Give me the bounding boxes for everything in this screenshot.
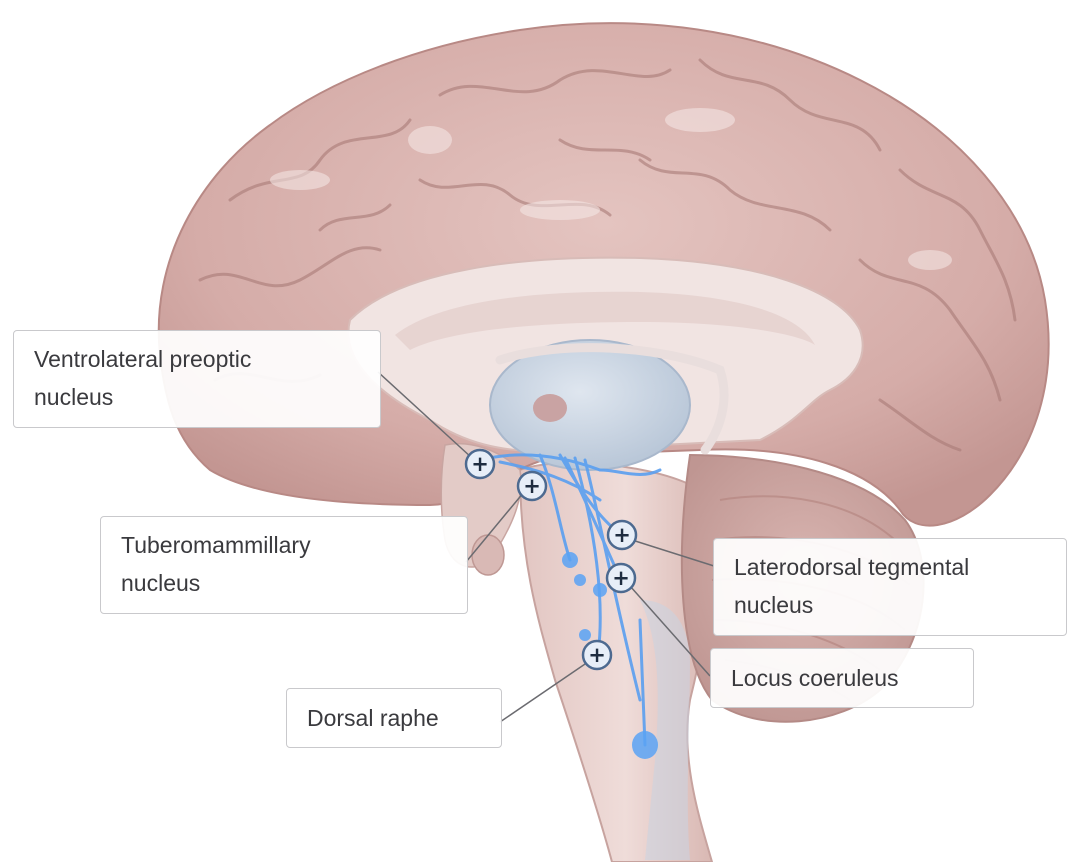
hotspot-lc[interactable]: + [607, 564, 635, 592]
hotspot-tmn[interactable]: + [518, 472, 546, 500]
hotspot-plus-icon: + [588, 643, 606, 667]
label-line: nucleus [34, 378, 362, 416]
label-dorsal-raphe[interactable]: Dorsal raphe [286, 688, 502, 748]
hotspot-plus-icon: + [523, 474, 541, 498]
label-laterodorsal-tegmental-nucleus[interactable]: Laterodorsal tegmental nucleus [713, 538, 1067, 636]
label-line: Ventrolateral preoptic [34, 340, 362, 378]
thalamus [490, 340, 690, 470]
hotspot-vlpo[interactable]: + [466, 450, 494, 478]
label-line: Locus coeruleus [731, 658, 955, 698]
hotspot-plus-icon: + [613, 523, 631, 547]
label-line: Laterodorsal tegmental [734, 548, 1048, 586]
label-tuberomammillary-nucleus[interactable]: Tuberomammillary nucleus [100, 516, 468, 614]
hotspot-dr[interactable]: + [583, 641, 611, 669]
hotspot-ldt[interactable]: + [608, 521, 636, 549]
label-line: Dorsal raphe [307, 698, 483, 738]
hotspot-plus-icon: + [612, 566, 630, 590]
label-line: Tuberomammillary [121, 526, 449, 564]
interthalamic-adhesion [533, 394, 567, 422]
pituitary-gland [472, 535, 504, 575]
label-line: nucleus [734, 586, 1048, 624]
label-line: nucleus [121, 564, 449, 602]
label-ventrolateral-preoptic-nucleus[interactable]: Ventrolateral preoptic nucleus [13, 330, 381, 428]
hotspot-plus-icon: + [471, 452, 489, 476]
label-locus-coeruleus[interactable]: Locus coeruleus [710, 648, 974, 708]
